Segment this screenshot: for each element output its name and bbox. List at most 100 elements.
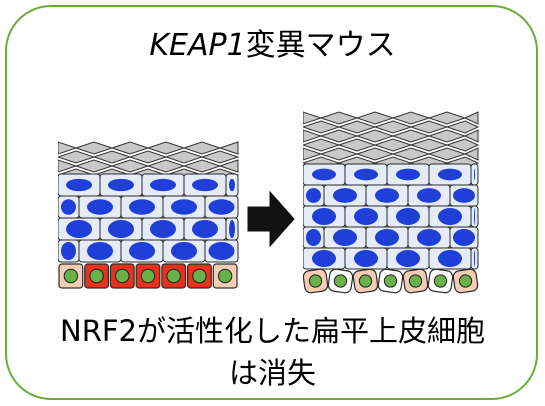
epithelium-before — [58, 141, 240, 289]
basal-nucleus — [308, 274, 323, 288]
title-suffix: 変異マウス — [245, 28, 396, 63]
squamous-cell — [355, 129, 395, 143]
squamous-cell — [319, 111, 359, 125]
squamous-cell — [74, 159, 114, 173]
squamous-cell — [218, 141, 239, 155]
squamous-cell — [427, 147, 467, 161]
cell-nucleus — [171, 199, 197, 215]
cell-nucleus — [453, 188, 475, 203]
cell-nucleus — [396, 208, 420, 225]
figure-title: KEAP1変異マウス — [0, 20, 545, 64]
squamous-cell — [445, 138, 480, 152]
squamous-cell — [445, 120, 480, 134]
squamous-cell — [391, 111, 431, 125]
cell-nucleus — [66, 220, 92, 238]
squamous-cell — [409, 138, 449, 152]
basal-nucleus — [358, 274, 373, 288]
cell-nucleus — [61, 199, 76, 215]
cell-nucleus — [438, 168, 462, 181]
squamous-cell — [427, 129, 467, 143]
cell-nucleus — [171, 242, 197, 260]
cell-nucleus — [354, 168, 378, 181]
squamous-cell — [463, 129, 479, 143]
cell-nucleus — [354, 250, 378, 267]
basal-cell — [84, 263, 110, 289]
squamous-cell — [337, 138, 377, 152]
figure-caption: NRF2が活性化した扁平上皮細胞 は消失 — [0, 310, 545, 394]
squamous-cell — [164, 150, 204, 164]
basal-nucleus — [89, 268, 104, 284]
basal-nucleus — [192, 268, 207, 284]
basal-cell — [452, 268, 479, 294]
cell-nucleus — [87, 242, 113, 260]
squamous-cell — [200, 150, 240, 164]
squamous-cell — [319, 129, 359, 143]
basal-nucleus — [166, 268, 181, 284]
squamous-cell — [373, 120, 413, 134]
squamous-cell — [74, 141, 114, 155]
squamous-cell — [303, 138, 341, 152]
cell-nucleus — [438, 250, 462, 267]
basal-cell — [212, 263, 238, 289]
basal-cell — [161, 263, 187, 289]
cell-nucleus — [375, 188, 399, 203]
basal-cell — [327, 268, 354, 294]
cell-nucleus — [208, 242, 235, 260]
basal-cell — [427, 268, 454, 294]
cell-nucleus — [396, 168, 420, 181]
squamous-cell — [391, 129, 431, 143]
basal-cell — [377, 268, 404, 294]
squamous-cell — [146, 141, 186, 155]
cell-nucleus — [229, 178, 235, 192]
basal-nucleus — [63, 268, 79, 284]
cell-nucleus — [108, 178, 134, 192]
right-arrow-icon — [247, 190, 295, 248]
squamous-cell — [182, 141, 222, 155]
cell-nucleus — [150, 178, 176, 192]
squamous-cell — [355, 147, 395, 161]
squamous-cell — [110, 141, 150, 155]
cell-nucleus — [61, 242, 76, 260]
cell-nucleus — [129, 242, 155, 260]
cell-nucleus — [333, 188, 357, 203]
basal-cell — [303, 268, 329, 294]
cell-nucleus — [150, 220, 176, 238]
cell-nucleus — [375, 229, 399, 246]
cell-nucleus — [438, 208, 462, 225]
squamous-cell — [146, 159, 186, 173]
squamous-cell — [337, 120, 377, 134]
cell-nucleus — [87, 199, 113, 215]
squamous-cell — [92, 150, 132, 164]
basal-nucleus — [433, 274, 448, 288]
squamous-cell — [409, 120, 449, 134]
cell-nucleus — [229, 220, 235, 238]
squamous-cell — [218, 159, 239, 173]
cell-nucleus — [129, 199, 155, 215]
basal-nucleus — [217, 268, 233, 284]
caption-line-2: は消失 — [228, 356, 316, 390]
cell-nucleus — [208, 199, 235, 215]
epithelium-after — [303, 111, 480, 294]
cell-nucleus — [312, 168, 336, 181]
squamous-cell — [463, 147, 479, 161]
squamous-cell — [128, 150, 168, 164]
gene-name: KEAP1 — [149, 28, 246, 63]
cell-nucleus — [417, 229, 441, 246]
cell-nucleus — [474, 250, 475, 267]
cell-nucleus — [312, 250, 336, 267]
cell-nucleus — [474, 168, 475, 181]
basal-nucleus — [115, 268, 130, 284]
squamous-cell — [110, 159, 150, 173]
basal-cell — [135, 263, 161, 289]
basal-nucleus — [140, 268, 156, 284]
basal-cell — [186, 263, 212, 289]
basal-cell — [402, 268, 429, 294]
basal-cell — [58, 263, 84, 289]
basal-cell — [109, 263, 135, 289]
cell-nucleus — [108, 220, 134, 238]
squamous-cell — [182, 159, 222, 173]
cell-nucleus — [306, 229, 321, 246]
basal-nucleus — [333, 274, 348, 288]
cell-nucleus — [474, 208, 475, 225]
cell-nucleus — [306, 188, 321, 203]
